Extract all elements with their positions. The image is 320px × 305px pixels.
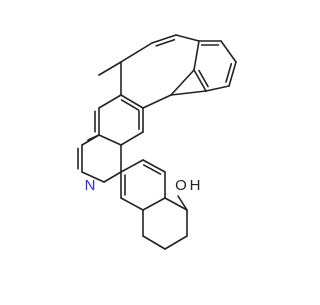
ring-b-bond [120, 42, 153, 63]
ring-b-double-inner [120, 99, 140, 111]
ring-a-bond [193, 40, 200, 71]
ring-b-bond [170, 69, 195, 96]
ring-a-bond [193, 69, 207, 92]
ring-a-double-inner [198, 69, 209, 88]
ring-a-bond [205, 85, 230, 92]
ring-c-bond [98, 94, 122, 109]
hydrogen-atom-label: H [190, 177, 201, 194]
ring-e-bond [120, 197, 144, 211]
oxygen-atom-label: O [175, 177, 187, 194]
ring-d-bond [81, 134, 100, 146]
ring-f-bond [142, 235, 166, 250]
ring-b-double-inner [155, 38, 176, 47]
ring-c-bond [120, 131, 144, 146]
ring-f-bond [164, 197, 188, 211]
atom-label-layer: N O H [85, 177, 201, 194]
hydroxyl-bond [177, 195, 188, 211]
background [0, 0, 300, 300]
ring-b-bond [151, 34, 177, 44]
ring-c-bond [98, 61, 122, 76]
ring-b-bond [175, 34, 200, 42]
ring-b-bond [142, 94, 172, 109]
bond-layer [77, 34, 237, 250]
ring-c-bond [98, 134, 122, 146]
ring-a-double-inner [225, 62, 233, 83]
ring-b-bond [170, 90, 207, 96]
ring-e-double-inner [142, 164, 162, 175]
nitrogen-atom-label: N [85, 177, 96, 194]
ring-e-bond [142, 159, 166, 173]
structure-canvas: N O H [0, 0, 300, 300]
molecule-structure: N O H [0, 0, 300, 300]
ring-f-bond [164, 235, 188, 250]
ring-e-bond [142, 197, 166, 211]
ring-d-bond [81, 171, 105, 183]
ring-e-bond [120, 159, 144, 173]
ring-b-bond [120, 94, 144, 109]
ring-a-bond [220, 40, 237, 63]
ring-d-bond [103, 171, 122, 183]
ring-a-bond [228, 61, 237, 87]
